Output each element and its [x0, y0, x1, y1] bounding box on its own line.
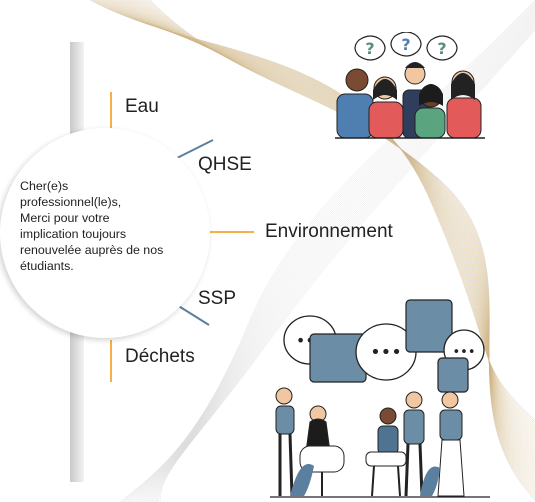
tick-qhse: [176, 139, 214, 159]
topic-environnement: Environnement: [265, 221, 393, 242]
tick-eau: [110, 92, 112, 128]
message-line: Cher(e)s: [20, 179, 69, 193]
svg-text:?: ?: [401, 35, 410, 54]
question-mark-icon: ?: [390, 32, 422, 57]
message-line: implication toujours: [20, 227, 127, 241]
message-line: renouvelée auprès de nos: [20, 243, 164, 257]
wave-line: [126, 5, 535, 502]
discussion-group-illustration: ••• ••• •••: [270, 299, 490, 498]
question-mark-icon: ?: [426, 35, 458, 61]
message-line: professionnel(le)s,: [20, 195, 122, 209]
wave-line: [139, 14, 535, 502]
question-mark-icon: ?: [354, 35, 386, 61]
wave-line: [132, 9, 535, 502]
speech-bubble-icon: •••: [355, 323, 417, 381]
message-line: étudiants.: [20, 259, 74, 273]
wave-line: [128, 6, 535, 502]
wave-line: [137, 13, 535, 502]
tick-ssp: [176, 304, 210, 326]
thank-you-message: Cher(e)s professionnel(le)s, Merci pour …: [20, 178, 210, 274]
wave-line: [133, 10, 535, 502]
topic-qhse: QHSE: [198, 154, 252, 175]
tick-dechets: [110, 340, 112, 382]
svg-text:?: ?: [365, 39, 374, 58]
confused-people-illustration: ? ? ?: [335, 32, 485, 139]
topic-eau: Eau: [125, 96, 159, 117]
wave-line: [136, 12, 535, 502]
topic-dechets: Déchets: [125, 346, 195, 367]
topic-ssp: SSP: [198, 288, 237, 309]
wave-line: [134, 11, 535, 502]
svg-text:•••: •••: [370, 342, 402, 363]
wave-line: [149, 0, 535, 501]
tick-environnement: [208, 231, 254, 233]
message-circle: [0, 128, 210, 338]
wave-line: [129, 7, 535, 502]
svg-text:•••: •••: [452, 345, 475, 360]
svg-text:?: ?: [437, 39, 446, 58]
wave-line: [130, 8, 535, 502]
message-line: Merci pour votre: [20, 211, 110, 225]
